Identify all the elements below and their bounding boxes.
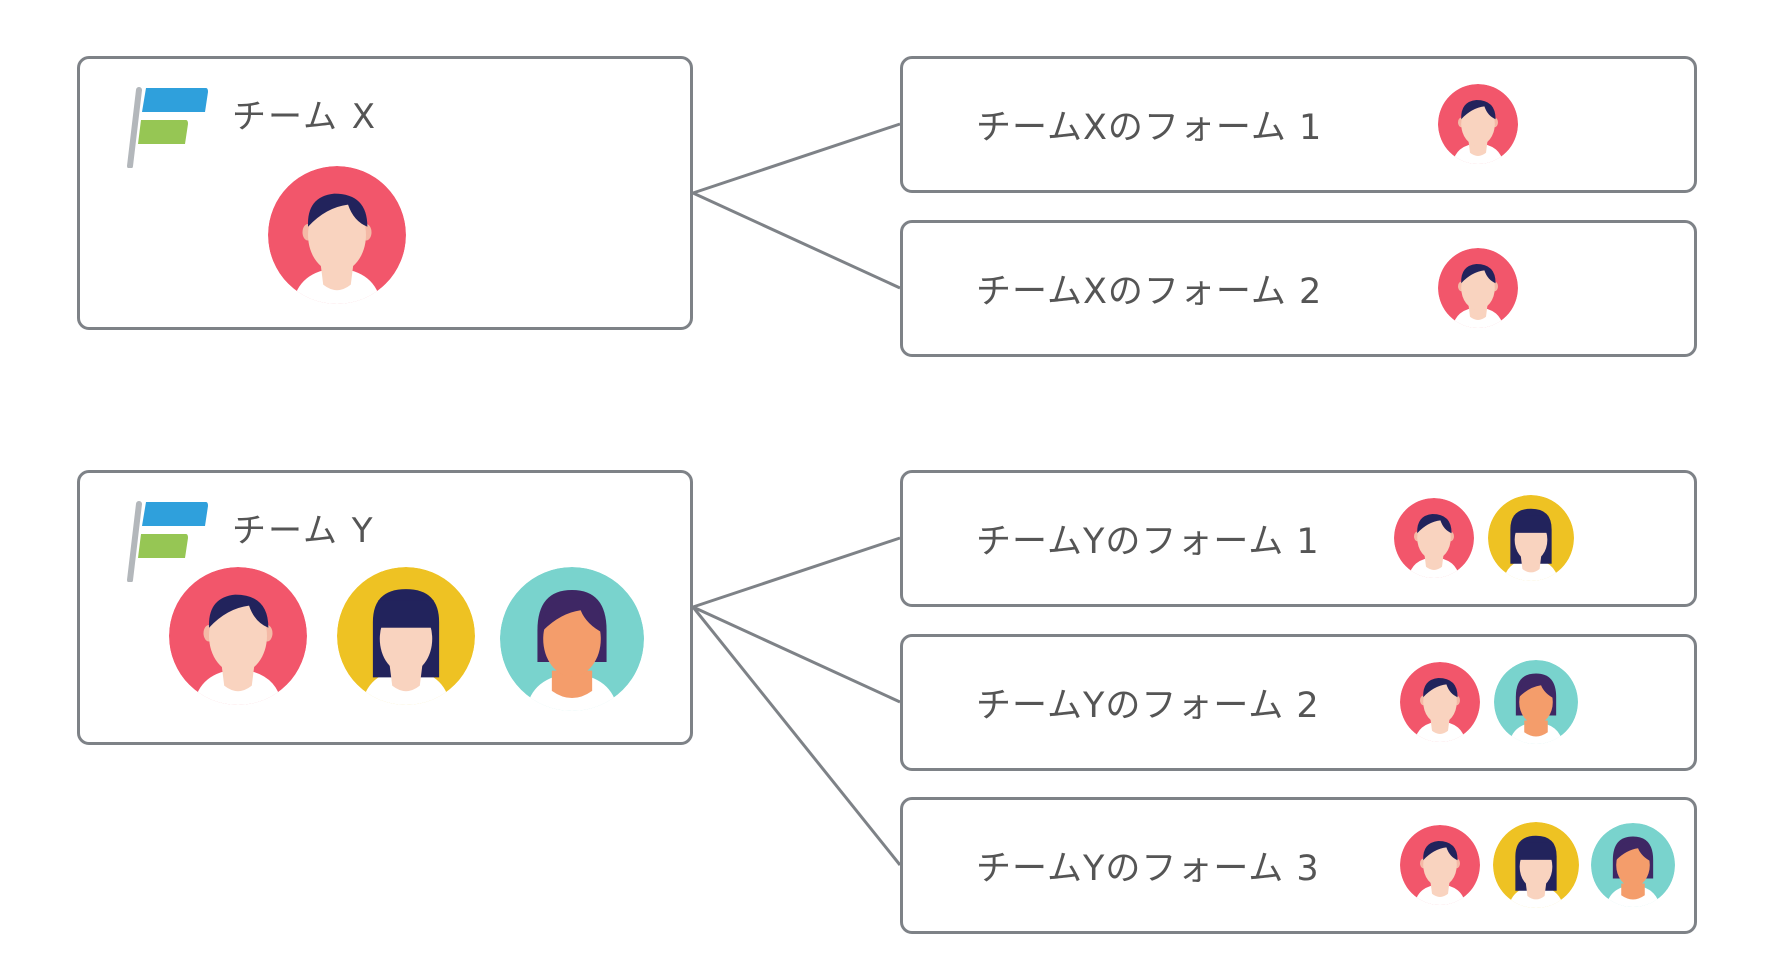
connector-team-y-form-3 <box>691 606 902 866</box>
avatar-female-long <box>1493 822 1579 908</box>
form-label: チームXのフォーム 2 <box>976 272 1323 312</box>
form-label: チームYのフォーム 2 <box>976 686 1320 726</box>
avatar-male <box>1394 498 1474 578</box>
avatar-male <box>1400 825 1480 905</box>
form-card[interactable]: チームYのフォーム 1 <box>900 470 1697 607</box>
team-title: チーム X <box>232 97 378 137</box>
form-label: チームXのフォーム 1 <box>976 108 1323 148</box>
formrun-logo-icon <box>122 86 208 168</box>
avatar-female-long <box>337 567 475 705</box>
connector-team-y-form-2 <box>692 605 901 704</box>
avatar-female-bob <box>500 567 644 711</box>
team-y-card[interactable]: チーム Y <box>77 470 693 745</box>
form-card[interactable]: チームXのフォーム 2 <box>900 220 1697 357</box>
avatar-female-bob <box>1591 823 1675 907</box>
form-label: チームYのフォーム 1 <box>976 522 1320 562</box>
team-title: チーム Y <box>232 511 375 551</box>
form-card[interactable]: チームXのフォーム 1 <box>900 56 1697 193</box>
avatar-female-bob <box>1494 660 1578 744</box>
connector-team-y-form-1 <box>692 536 901 609</box>
team-x-card[interactable]: チーム X <box>77 56 693 330</box>
form-label: チームYのフォーム 3 <box>976 849 1320 889</box>
avatar-male <box>1438 84 1518 164</box>
avatar-female-long <box>1488 495 1574 581</box>
form-card[interactable]: チームYのフォーム 3 <box>900 797 1697 934</box>
avatar-male <box>1438 248 1518 328</box>
avatar-male <box>169 567 307 705</box>
form-card[interactable]: チームYのフォーム 2 <box>900 634 1697 771</box>
avatar-male <box>268 166 406 304</box>
connector-team-x-form-2 <box>692 191 901 290</box>
connector-team-x-form-1 <box>692 122 901 195</box>
avatar-male <box>1400 662 1480 742</box>
